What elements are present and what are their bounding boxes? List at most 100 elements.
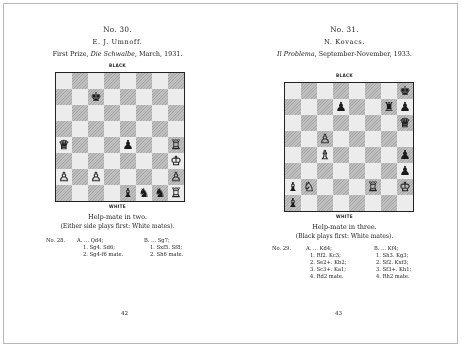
board-square — [333, 147, 349, 163]
board-square — [333, 179, 349, 195]
board-square — [349, 99, 365, 115]
board-square — [72, 153, 88, 169]
board-square — [317, 163, 333, 179]
board-square — [72, 121, 88, 137]
board-square — [381, 131, 397, 147]
board-square — [333, 115, 349, 131]
board-square — [88, 153, 104, 169]
board-square — [168, 121, 184, 137]
white-knight-icon: ♘ — [301, 179, 317, 195]
solution-b-head: B. ... Kf4; — [374, 246, 399, 253]
board-square — [152, 73, 168, 89]
white-king-icon: ♔ — [168, 153, 184, 169]
problem-source: First Prize, Die Schwalbe, March, 1931. — [4, 50, 231, 58]
board-square — [168, 73, 184, 89]
stipulation-subtitle: (Black plays first: White mates). — [231, 233, 458, 240]
right-page: No. 31. N. Kovacs. Il Problema, Septembe… — [231, 4, 458, 343]
board-square — [397, 195, 413, 211]
black-bishop-icon: ♝ — [285, 179, 301, 195]
stipulation: Help-mate in three. — [231, 223, 458, 231]
solution-b-line: 2. Sh6 mate. — [150, 252, 183, 259]
board-square — [333, 195, 349, 211]
black-pawn-icon: ♟ — [397, 147, 413, 163]
solution-b-head: B. ... Sg7; — [144, 238, 170, 245]
stipulation: Help-mate in two. — [4, 213, 231, 221]
board-square — [301, 99, 317, 115]
board-square — [349, 115, 365, 131]
board-square — [120, 169, 136, 185]
black-knight-icon: ♞ — [152, 185, 168, 201]
board-square — [72, 73, 88, 89]
white-pawn-icon: ♙ — [317, 131, 333, 147]
board-square — [317, 83, 333, 99]
board-square — [136, 153, 152, 169]
board-square — [349, 147, 365, 163]
board-square — [381, 147, 397, 163]
board-square — [104, 169, 120, 185]
board-square — [285, 83, 301, 99]
board-square — [285, 131, 301, 147]
board-square — [365, 195, 381, 211]
board-square — [104, 73, 120, 89]
board-square — [136, 169, 152, 185]
board-square — [317, 195, 333, 211]
board-square — [349, 83, 365, 99]
chess-board: ♚♟♕♖♔♙♙♙♝♞♞♖ — [55, 72, 185, 202]
board-square — [301, 195, 317, 211]
board-square — [136, 89, 152, 105]
board-square — [381, 179, 397, 195]
problem-source: Il Problema, September-November, 1933. — [231, 50, 458, 58]
solution-b-line: 1. Sxf5. Sf8; — [150, 245, 182, 252]
board-square — [120, 89, 136, 105]
black-bishop-icon: ♝ — [285, 195, 301, 211]
solution-b-line: 1. Sh3. Kg3; — [376, 253, 408, 260]
board-square — [381, 83, 397, 99]
problem-author: N. Kovacs. — [231, 38, 458, 46]
white-label: WHITE — [4, 204, 231, 209]
chess-board: ♚♟♜♟♕♙♗♟♟♝♘♖♔♝ — [284, 82, 414, 212]
board-square — [365, 163, 381, 179]
white-pawn-icon: ♙ — [88, 169, 104, 185]
white-label: WHITE — [231, 214, 458, 219]
board-square — [104, 121, 120, 137]
board-square — [56, 105, 72, 121]
black-knight-icon: ♞ — [136, 185, 152, 201]
board-square — [301, 163, 317, 179]
board-square — [104, 185, 120, 201]
board-square — [72, 105, 88, 121]
solution-number: No. 29. — [272, 246, 291, 253]
board-square — [56, 185, 72, 201]
solution-b-line: 4. Rh2 mate. — [376, 274, 410, 281]
board-square — [349, 195, 365, 211]
board-square — [56, 121, 72, 137]
board-square — [88, 185, 104, 201]
solution-number: No. 28. — [46, 238, 65, 245]
board-square — [136, 137, 152, 153]
board-square — [152, 153, 168, 169]
problem-author: E. J. Umnoff. — [4, 38, 231, 46]
board-square — [285, 147, 301, 163]
board-square — [120, 153, 136, 169]
board-square — [104, 137, 120, 153]
board-square — [152, 169, 168, 185]
board-square — [104, 89, 120, 105]
board-square — [136, 121, 152, 137]
board-square — [152, 137, 168, 153]
solution-a-line: 3. Sc3+. Ka1; — [310, 267, 346, 274]
board-square — [317, 115, 333, 131]
stipulation-subtitle: (Either side plays first: White mates). — [4, 223, 231, 230]
board-square — [285, 115, 301, 131]
board-square — [365, 147, 381, 163]
black-label: BLACK — [231, 73, 458, 78]
board-square — [56, 89, 72, 105]
board-square — [301, 115, 317, 131]
board-square — [120, 105, 136, 121]
board-square — [365, 115, 381, 131]
board-square — [168, 105, 184, 121]
black-pawn-icon: ♟ — [397, 163, 413, 179]
black-pawn-icon: ♟ — [333, 99, 349, 115]
board-square — [381, 115, 397, 131]
white-rook-icon: ♖ — [168, 185, 184, 201]
left-page: No. 30. E. J. Umnoff. First Prize, Die S… — [4, 4, 231, 343]
board-square — [333, 131, 349, 147]
